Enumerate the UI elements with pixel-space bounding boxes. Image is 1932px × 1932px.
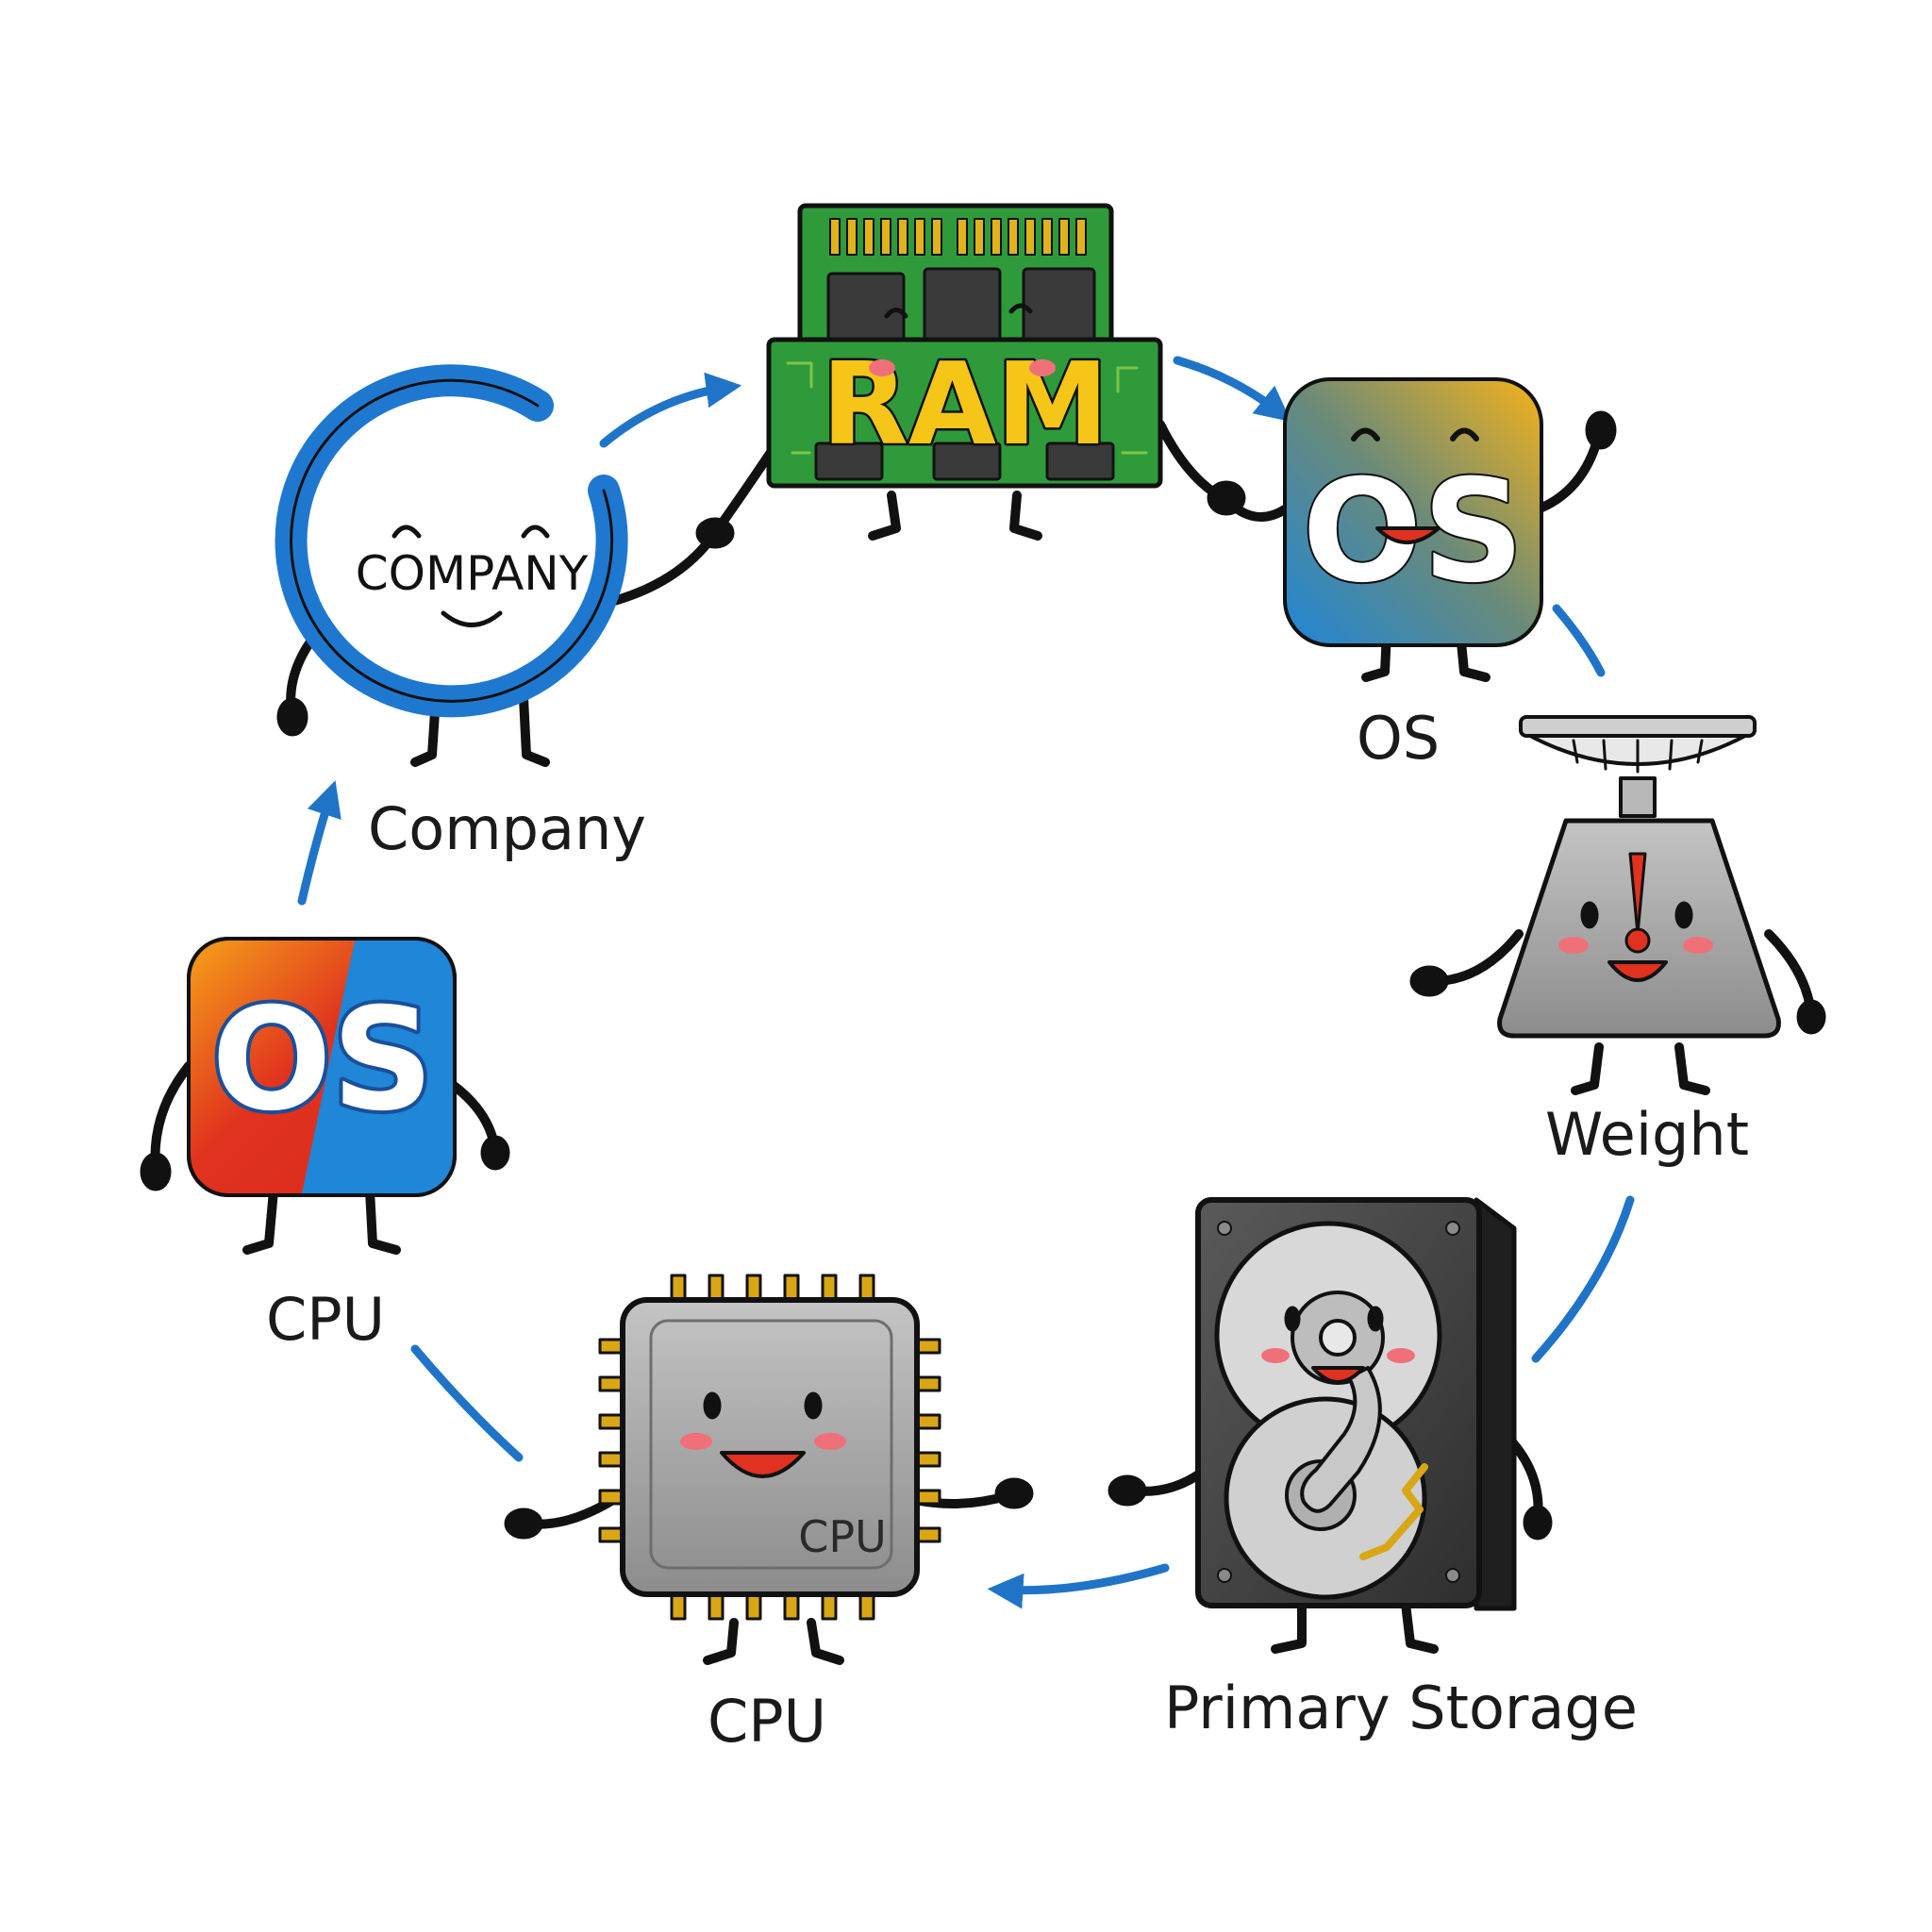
os-logo-right-text: OS (1302, 450, 1524, 614)
cpu-chip-text: CPU (798, 1511, 887, 1562)
os-character-right: OS (1222, 377, 1617, 682)
os-logo-right-icon (1283, 377, 1543, 647)
connector-os-to-weight (1552, 604, 1606, 677)
label-cpu-bottom: CPU (708, 1687, 827, 1756)
label-primary-storage: Primary Storage (1164, 1674, 1638, 1742)
label-company: Company (368, 794, 646, 863)
connector-weight-to-storage (1531, 1195, 1635, 1363)
label-weight: Weight (1545, 1100, 1750, 1169)
arrow-ram-to-os (1173, 356, 1291, 423)
label-os: OS (1357, 704, 1441, 773)
ram-gold-pins-top (829, 218, 1087, 256)
company-ring-icon (275, 364, 628, 718)
primary-storage-character (1108, 1197, 1553, 1654)
cpu-chip-icon (620, 1297, 920, 1597)
os-character-left: OS (140, 937, 510, 1255)
scale-pan (1519, 715, 1757, 738)
ram-chips (826, 267, 1096, 349)
arrow-cpu-to-company (297, 780, 341, 906)
label-cpu-left: CPU (266, 1285, 386, 1354)
ram-label-text: RAM (822, 340, 1109, 471)
os-logo-left-text: OS (211, 978, 434, 1142)
arrow-storage-to-cpu (987, 1563, 1170, 1609)
company-character: COMPANY (275, 364, 735, 767)
weight-character (1409, 715, 1826, 1095)
cpu-character-bottom: CPU (504, 1274, 1034, 1665)
connector-cpu-to-cpu (410, 1344, 524, 1462)
company-logo-text: COMPANY (356, 546, 589, 601)
ram-character: RAM (710, 203, 1246, 541)
arrow-company-to-ram (599, 372, 742, 448)
connector-arrows (297, 356, 1635, 1609)
